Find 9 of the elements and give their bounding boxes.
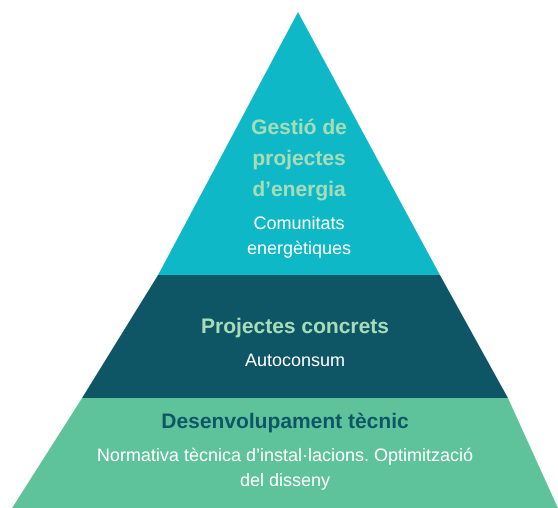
pyramid-tier xyxy=(12,398,558,508)
tier-description: Normativa tècnica d’instal·lacions. Optimització del disseny xyxy=(96,444,474,492)
tier-description: Autoconsum xyxy=(244,349,346,372)
tier-description: Comunitats energètiques xyxy=(246,212,352,260)
pyramid-tier xyxy=(82,275,508,398)
tier-heading: Desenvolupament tècnic xyxy=(161,409,409,435)
tier-heading: Projectes concrets xyxy=(201,314,389,340)
tier-heading: Gestió de projectes d’energia xyxy=(250,115,348,203)
pyramid-tier xyxy=(158,12,440,275)
